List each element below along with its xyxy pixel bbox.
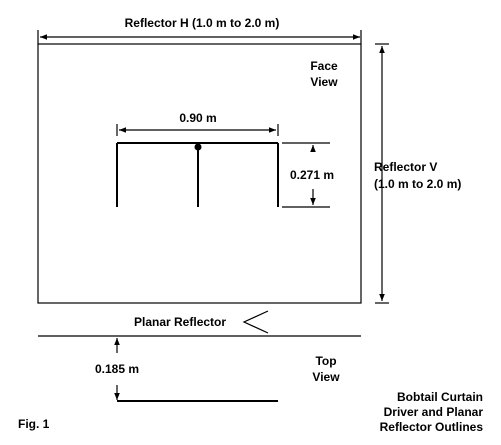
reflector-v-label-line1: Reflector V xyxy=(374,160,437,174)
height-dimension-label: 0.271 m xyxy=(290,168,334,182)
planar-reflector-pointer xyxy=(242,310,269,334)
face-view-label-line1: Face xyxy=(310,59,338,73)
caption-line2: Driver and Planar xyxy=(384,405,484,419)
caption-line1: Bobtail Curtain xyxy=(397,390,483,404)
reflector-h-label: Reflector H (1.0 m to 2.0 m) xyxy=(125,16,280,30)
top-view-label-line2: View xyxy=(312,370,340,384)
top-view-label-line1: Top xyxy=(315,354,336,368)
spacing-dimension-label: 0.185 m xyxy=(95,362,139,376)
feed-point-dot xyxy=(194,143,202,151)
reflector-face-outline xyxy=(37,43,362,304)
figure-label: Fig. 1 xyxy=(18,417,50,431)
planar-reflector-label: Planar Reflector xyxy=(134,315,226,329)
width-dimension-label: 0.90 m xyxy=(179,111,216,125)
face-view-label-line2: View xyxy=(310,75,338,89)
caption-line3: Reflector Outlines xyxy=(380,420,484,434)
reflector-v-label-line2: (1.0 m to 2.0 m) xyxy=(374,177,461,191)
